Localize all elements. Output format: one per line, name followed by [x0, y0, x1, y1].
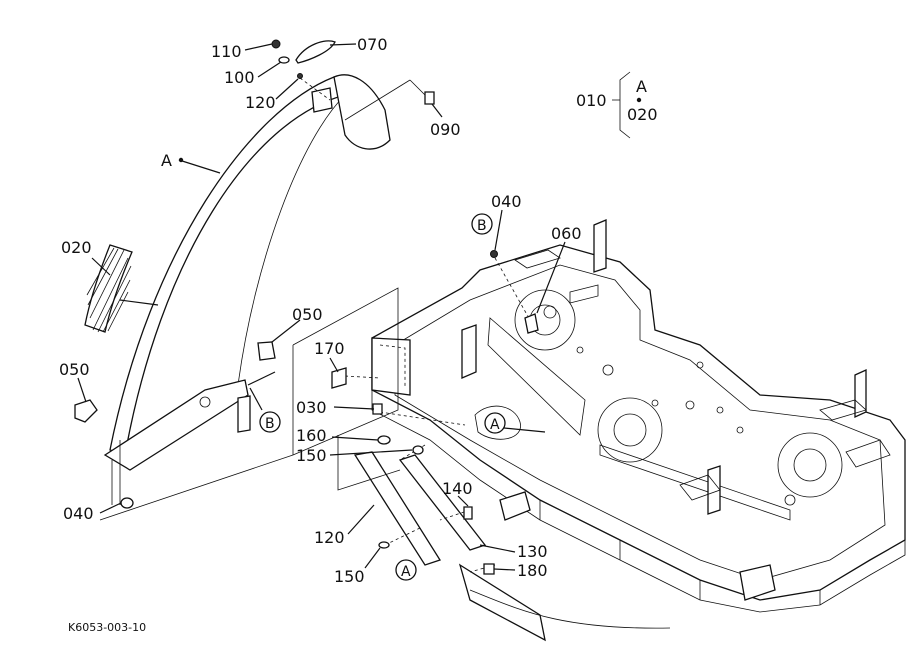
label-040-bottom: 040: [63, 504, 94, 523]
callout-b-left: B: [259, 411, 281, 433]
label-050-left: 050: [59, 360, 90, 379]
label-180: 180: [517, 561, 548, 580]
svg-text:B: B: [477, 218, 487, 234]
label-170: 170: [314, 339, 345, 358]
label-040-top: 040: [491, 192, 522, 211]
label-010: 010: [576, 91, 607, 110]
mower-deck: [371, 219, 906, 613]
deflector-plates: [353, 451, 671, 642]
label-a-group: A: [636, 77, 647, 96]
discharge-chute: [103, 74, 391, 505]
svg-text:A: A: [401, 564, 411, 580]
label-100: 100: [224, 68, 255, 87]
callout-b-top: B: [471, 213, 493, 235]
label-140: 140: [442, 479, 473, 498]
callout-a-bottom: A: [395, 559, 417, 581]
label-060: 060: [551, 224, 582, 243]
label-130: 130: [517, 542, 548, 561]
label-020-left: 020: [61, 238, 92, 257]
callout-a-deck: A: [474, 405, 521, 440]
decal-020: [84, 244, 133, 333]
svg-text:A: A: [490, 417, 500, 433]
label-090: 090: [430, 120, 461, 139]
part-number-labels: 110 070 100 120 090 010 020 A A 020 040 …: [59, 35, 658, 586]
label-030: 030: [296, 398, 327, 417]
label-050-right: 050: [292, 305, 323, 324]
label-150-mid: 150: [296, 446, 327, 465]
label-110: 110: [211, 42, 242, 61]
label-160: 160: [296, 426, 327, 445]
figure-code: K6053-003-10: [68, 621, 146, 634]
label-120-bottom: 120: [314, 528, 345, 547]
frame-lines: [99, 71, 631, 573]
label-a-chute: A: [161, 151, 172, 170]
leader-lines: [77, 43, 642, 571]
label-150-bottom: 150: [334, 567, 365, 586]
label-020-right: 020: [627, 105, 658, 124]
circled-callouts: B B A A: [259, 213, 521, 581]
label-070: 070: [357, 35, 388, 54]
label-120-top: 120: [245, 93, 276, 112]
svg-text:B: B: [265, 416, 275, 432]
hardware: [74, 39, 557, 575]
